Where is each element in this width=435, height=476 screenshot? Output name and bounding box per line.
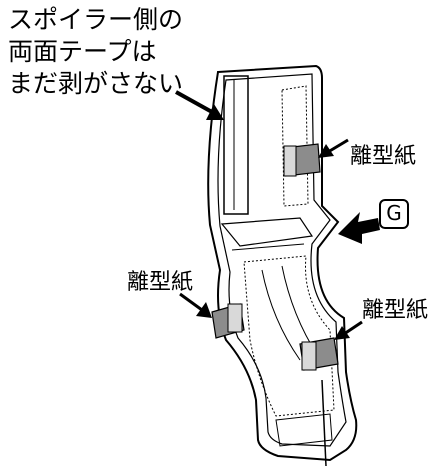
tape-outline-upper bbox=[281, 85, 309, 207]
part-outline bbox=[207, 64, 358, 462]
arrow-spoiler-tape bbox=[175, 90, 224, 120]
release-paper-label-right: 離型紙 bbox=[362, 298, 429, 323]
arrow-release-paper-2 bbox=[179, 292, 212, 318]
arrow-view-g bbox=[338, 212, 380, 244]
view-marker-g: G bbox=[379, 199, 409, 229]
mid-rib bbox=[220, 217, 314, 247]
arrow-release-paper-1 bbox=[318, 138, 349, 158]
spoiler-tape-note: スポイラー側の 両面テープは まだ剥がさない bbox=[8, 4, 183, 100]
upper-pad bbox=[223, 75, 249, 215]
release-paper-left bbox=[211, 303, 245, 339]
spoiler-tape-note-line-1: スポイラー側の bbox=[8, 5, 184, 34]
release-paper-label-left: 離型紙 bbox=[127, 270, 194, 295]
spoiler-tape-note-line-2: 両面テープは bbox=[8, 37, 157, 66]
release-paper-upper bbox=[283, 143, 321, 177]
inner-frame bbox=[217, 73, 347, 447]
bottom-detail bbox=[275, 413, 333, 447]
release-paper-right bbox=[299, 337, 339, 371]
arrow-release-paper-3 bbox=[334, 320, 363, 340]
spoiler-tape-note-line-3: まだ剥がさない bbox=[8, 69, 184, 98]
release-paper-label-upper: 離型紙 bbox=[350, 144, 417, 169]
mid-rib-2 bbox=[231, 243, 305, 251]
bottom-edge bbox=[321, 379, 327, 467]
